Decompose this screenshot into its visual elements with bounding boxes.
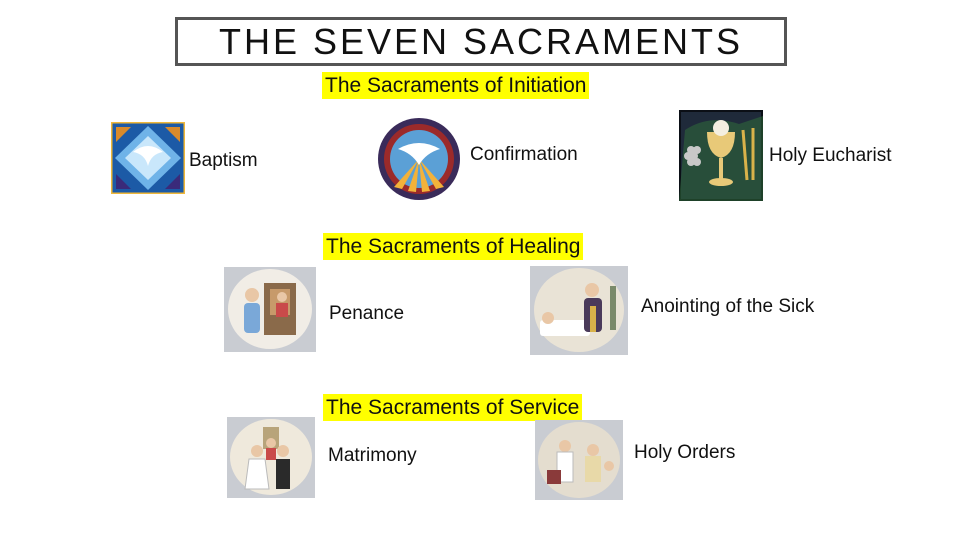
label-eucharist: Holy Eucharist [769, 145, 892, 166]
confirmation-image [376, 117, 462, 201]
section-initiation: The Sacraments of Initiation [322, 72, 590, 99]
page-title: THE SEVEN SACRAMENTS [218, 20, 744, 62]
anointing-image [530, 266, 628, 355]
label-holy-orders: Holy Orders [634, 442, 736, 463]
matrimony-image [227, 417, 315, 498]
baptism-image [111, 122, 185, 194]
section-healing: The Sacraments of Healing [323, 233, 584, 260]
label-penance: Penance [329, 303, 405, 324]
label-baptism: Baptism [189, 150, 258, 171]
section-service: The Sacraments of Service [323, 394, 583, 421]
eucharist-image [679, 110, 763, 201]
page-title-box: THE SEVEN SACRAMENTS [175, 17, 787, 66]
label-matrimony: Matrimony [328, 445, 417, 466]
holy-orders-image [535, 420, 623, 500]
penance-image [224, 267, 316, 352]
label-confirmation: Confirmation [470, 144, 578, 165]
label-anointing: Anointing of the Sick [641, 296, 815, 317]
